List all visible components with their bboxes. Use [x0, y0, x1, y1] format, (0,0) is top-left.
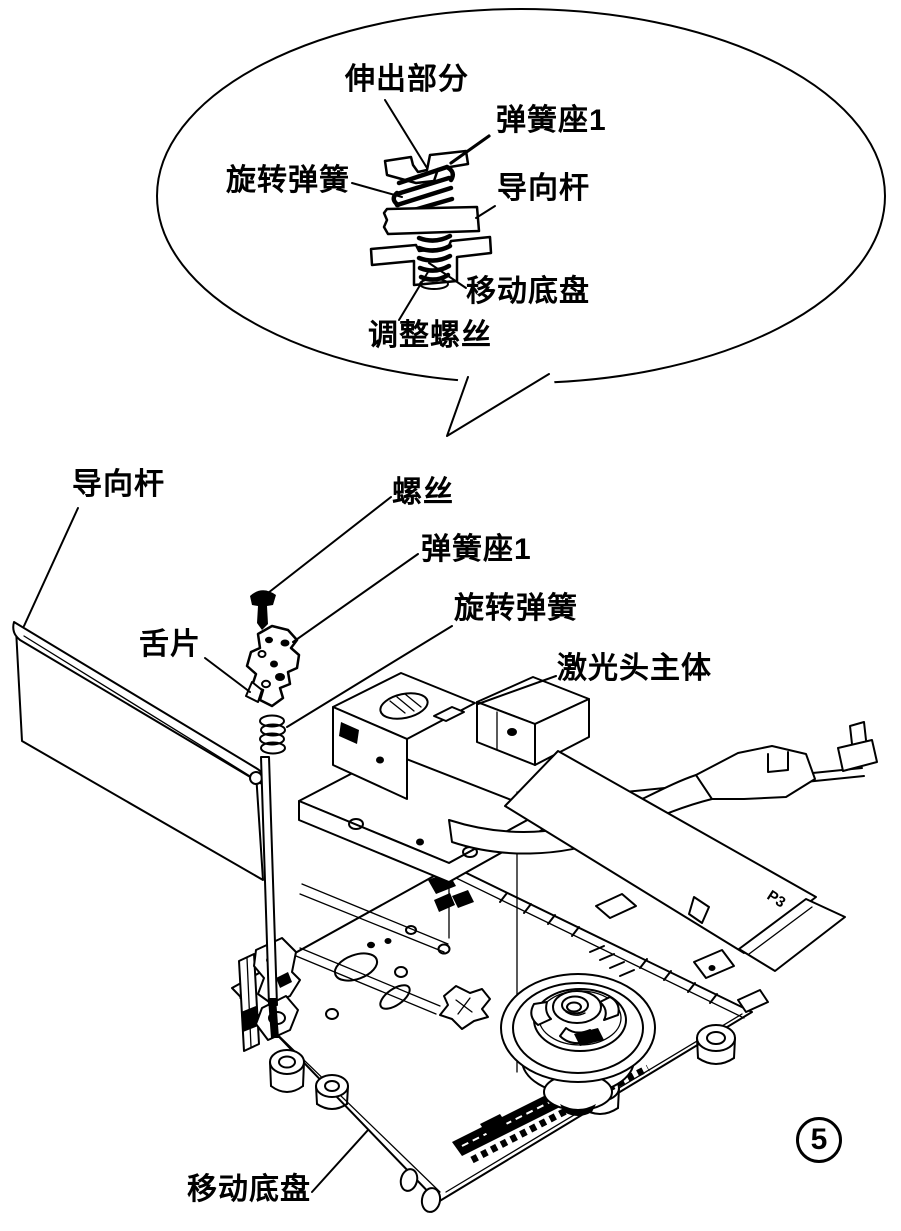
- label-protruding-part: 伸出部分: [345, 63, 469, 96]
- label-guide-rod-main: 导向杆: [72, 468, 165, 501]
- label-screw: 螺丝: [392, 476, 454, 509]
- callout-detail-drawing: [351, 99, 496, 321]
- callout-balloon: [156, 8, 886, 437]
- guide-rod-plate: [12, 621, 266, 881]
- label-laser-head-body: 激光头主体: [557, 652, 712, 685]
- label-moving-chassis-main: 移动底盘: [187, 1173, 311, 1206]
- label-rotary-spring-callout: 旋转弹簧: [226, 164, 350, 197]
- label-rotary-spring-main: 旋转弹簧: [454, 592, 578, 625]
- label-adjustment-screw: 调整螺丝: [368, 319, 492, 352]
- damper-foot-left: [269, 1049, 305, 1093]
- flex-cable: P3: [504, 750, 846, 972]
- exploded-parts: [245, 590, 301, 1038]
- label-tongue-piece: 舌片: [139, 628, 201, 661]
- laser-head-body: [298, 672, 878, 883]
- leader-lines: [23, 496, 557, 1193]
- damper-foot-bottom-left: [315, 1074, 349, 1110]
- figure-number: 5: [810, 1123, 828, 1156]
- label-spring-seat-1-callout: 弹簧座1: [496, 104, 607, 137]
- moving-chassis: [231, 791, 769, 1213]
- label-moving-chassis-callout: 移动底盘: [466, 275, 590, 308]
- damper-foot-right: [696, 1024, 736, 1065]
- label-guide-rod-callout: 导向杆: [497, 172, 590, 205]
- label-spring-seat-1-main: 弹簧座1: [421, 533, 532, 566]
- spindle-turntable: [500, 973, 656, 1116]
- figure-number-badge: 5: [796, 1117, 842, 1163]
